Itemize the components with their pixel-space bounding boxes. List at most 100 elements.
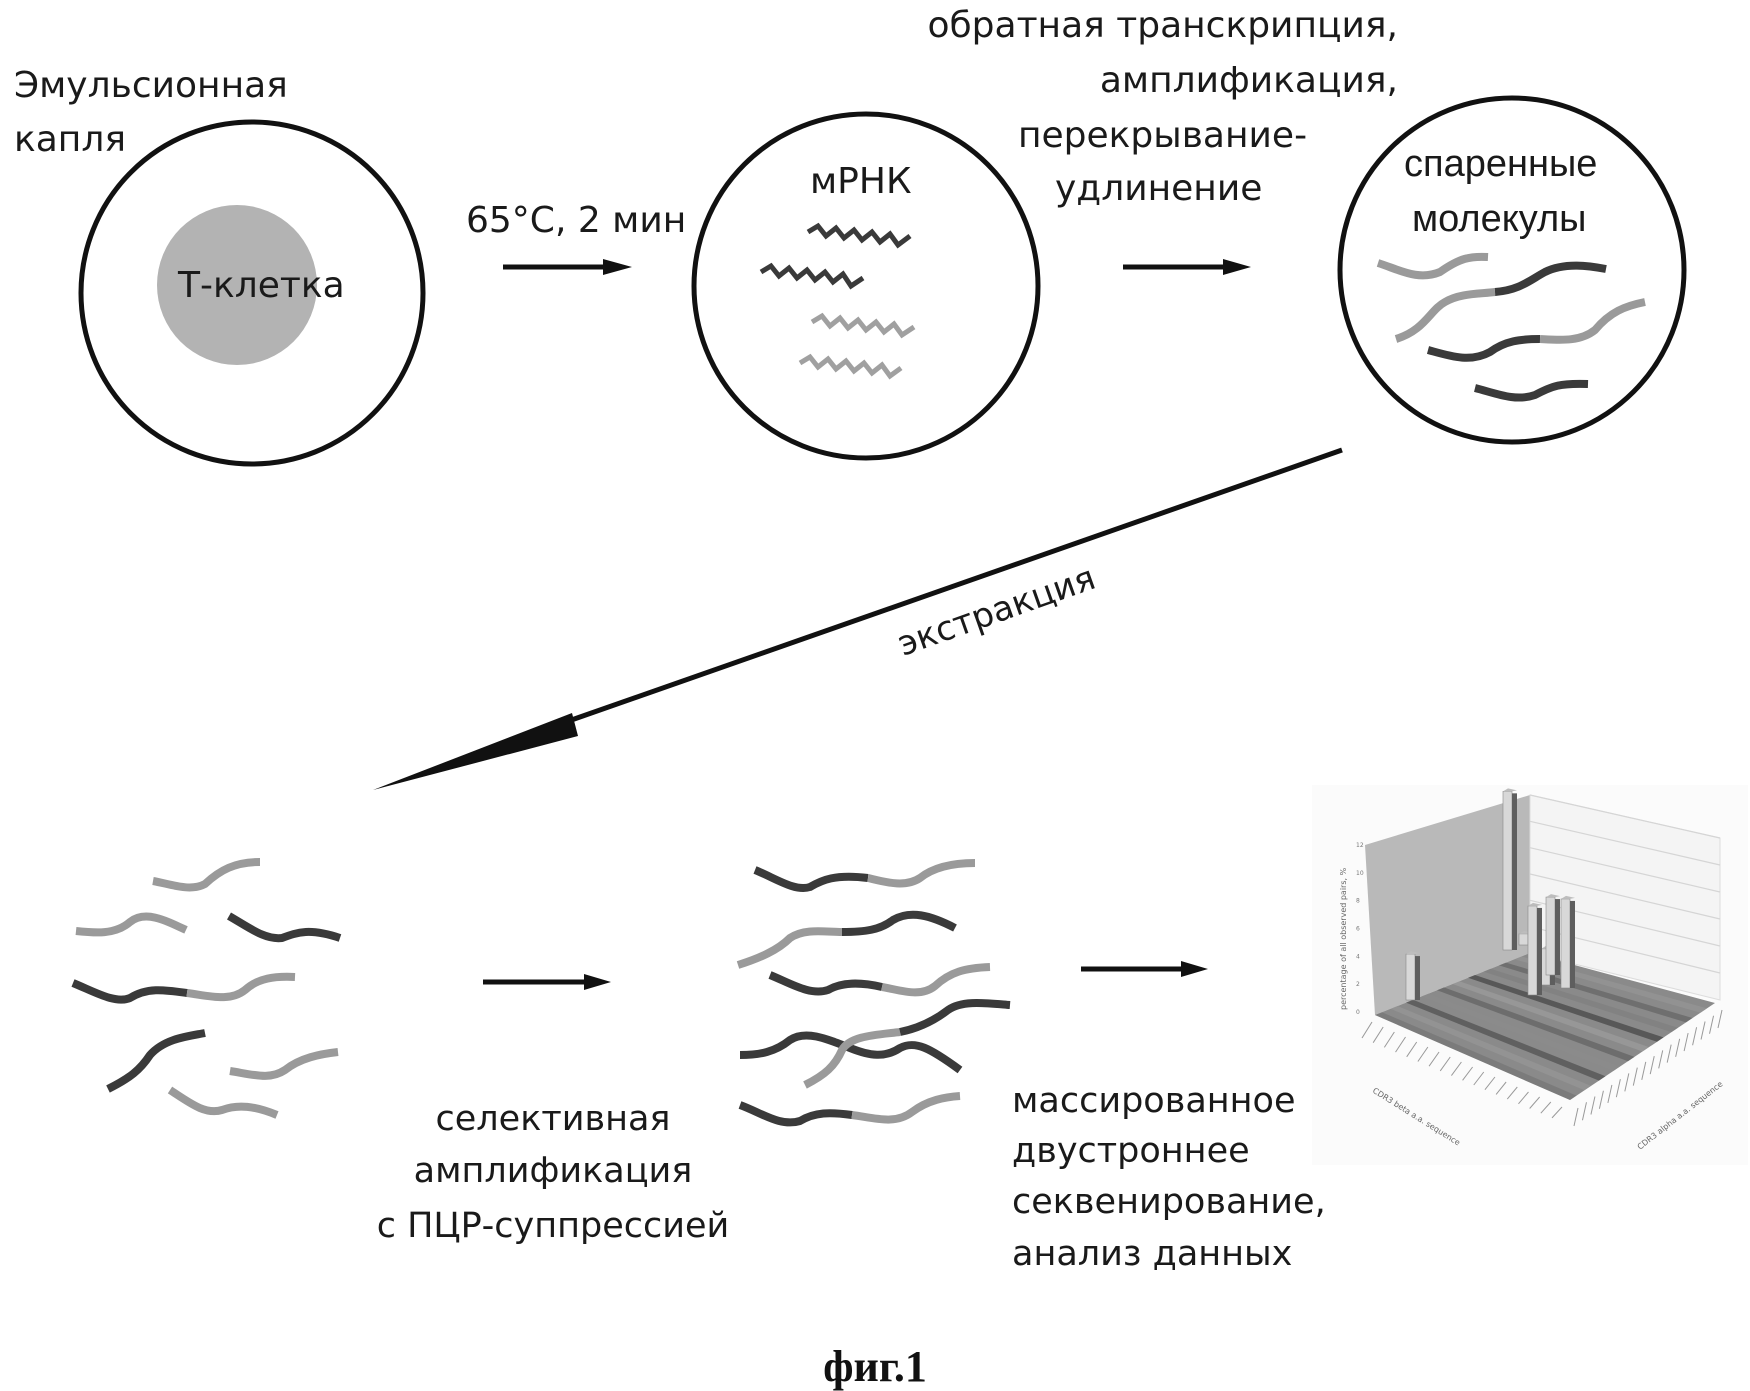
sequencing-line-3: секвенирование,	[1012, 1182, 1326, 1222]
selective-line-2: амплификация	[414, 1151, 693, 1191]
chart-y-tick: 0	[1356, 1009, 1360, 1016]
chart-x-tick	[1473, 1071, 1485, 1086]
paired-strand-3a	[1426, 335, 1541, 362]
chart-z-tick	[1607, 1084, 1613, 1104]
chart-floor-stripe	[1390, 1006, 1592, 1091]
rt-step-line-1: обратная транскрипция,	[927, 5, 1398, 46]
chart-bar-side	[1537, 907, 1542, 995]
arrow-4-head	[1181, 961, 1208, 977]
chart-z-tick	[1573, 1107, 1579, 1127]
amplified-molecules-group	[736, 859, 1011, 1127]
amplified-strand-2a	[736, 927, 843, 969]
chart-z-tick	[1598, 1090, 1604, 1109]
chart-bar-front	[1527, 905, 1538, 996]
chart-gridline	[1529, 794, 1721, 839]
mrna-strand-dark-2	[759, 262, 865, 290]
extraction-label: экстракция	[893, 558, 1101, 665]
chart-y-tick: 6	[1356, 926, 1360, 933]
chart-bar-top	[1503, 788, 1517, 792]
rt-step-line-3: перекрывание-	[1018, 115, 1307, 156]
extraction-arrow-head	[373, 713, 578, 790]
amplified-strand-4	[739, 1031, 963, 1074]
amplified-strand-1b	[867, 859, 976, 888]
arrow-1-head	[603, 259, 632, 275]
chart-bar	[1545, 894, 1560, 976]
chart-gridline	[1529, 820, 1721, 866]
chart-floor-stripe	[1375, 1012, 1577, 1100]
chart-bar-front	[1518, 933, 1529, 946]
chart-y-tick: 2	[1356, 981, 1360, 988]
chart-y-axis-label: percentage of all observed pairs, %	[1339, 867, 1348, 1010]
chart-bar-side	[1555, 899, 1560, 975]
emulsion-drop-group: Эмульсионная капля Т-клетка	[14, 65, 426, 467]
chart-floor-stripe	[1452, 981, 1650, 1052]
chart-gridline	[1529, 873, 1721, 920]
extracted-molecules-group	[71, 858, 342, 1119]
chart-z-tick	[1666, 1044, 1672, 1063]
chart-bar	[1405, 951, 1420, 1001]
chart-x-tick	[1417, 1046, 1429, 1062]
chart-bar-side	[1570, 900, 1575, 988]
chart-x-tick	[1551, 1106, 1563, 1119]
extracted-strand-4b	[186, 972, 296, 1002]
paired-label-line1: спаренные	[1404, 143, 1597, 185]
chart-bar-top	[1528, 902, 1542, 906]
amplified-strand-5a	[803, 1028, 901, 1089]
chart-z-tick	[1615, 1079, 1621, 1098]
chart-bar-front	[1545, 896, 1556, 976]
chart-z-tick	[1700, 1021, 1706, 1040]
chart-x-tick	[1495, 1081, 1507, 1095]
chart-z-tick	[1717, 1009, 1723, 1029]
mrna-strand-light-2	[798, 353, 903, 380]
chart-x-tick	[1506, 1086, 1518, 1100]
chart-z-tick	[1692, 1027, 1698, 1046]
chart-z-tick	[1590, 1096, 1596, 1115]
arrow-3-head	[584, 974, 611, 990]
rt-step-line-2: амплификация,	[1100, 60, 1398, 101]
extracted-strand-6	[229, 1048, 339, 1080]
sequencing-line-2: двустроннее	[1012, 1131, 1250, 1171]
amplified-strand-3b	[881, 963, 991, 997]
chart-z-tick	[1709, 1015, 1715, 1034]
extracted-strand-5	[106, 1029, 206, 1093]
emulsion-drop-3	[1337, 95, 1687, 445]
emulsion-drop-label-line2: капля	[14, 119, 126, 160]
emulsion-drop-1	[78, 119, 426, 467]
extracted-strand-7	[167, 1086, 279, 1119]
mrna-strand-dark-1	[806, 222, 912, 249]
extracted-strand-3	[227, 912, 342, 943]
chart-bar	[1502, 788, 1517, 951]
chart-z-tick	[1675, 1038, 1681, 1057]
paired-drop-group: спаренные молекулы	[1337, 95, 1687, 445]
amplified-strand-5b	[899, 998, 1011, 1036]
chart-z-tick	[1649, 1056, 1655, 1075]
chart-z-tick	[1683, 1032, 1689, 1052]
selective-line-1: селективная	[436, 1099, 671, 1139]
chart-bar-side	[1415, 956, 1420, 1000]
chart-x-tick	[1383, 1031, 1395, 1048]
extraction-arrow: экстракция	[373, 447, 1343, 790]
chart-floor-stripe	[1421, 993, 1621, 1071]
sequencing-line-1: массированное	[1012, 1081, 1296, 1121]
t-cell	[157, 205, 317, 365]
extracted-strand-4a	[71, 979, 188, 1004]
chart-z-tick	[1581, 1102, 1587, 1121]
selective-amplification-label: селективная амплификация с ПЦР-суппресси…	[377, 1099, 730, 1246]
amplified-strand-1a	[753, 866, 869, 893]
mrna-label: мРНК	[810, 161, 912, 202]
amplified-strand-6a	[738, 1101, 853, 1127]
chart-x-tick	[1439, 1056, 1451, 1072]
chart-bar	[1560, 895, 1575, 989]
paired-strand-2a	[1394, 288, 1496, 343]
chart-floor-stripe	[1406, 999, 1606, 1081]
chart-bar-front	[1502, 791, 1513, 951]
paired-strand-2b	[1494, 261, 1607, 296]
chart-y-tick: 4	[1356, 953, 1360, 960]
chart-z-tick	[1641, 1061, 1647, 1080]
arrow-2	[1123, 259, 1251, 275]
amplified-strand-2b	[841, 910, 957, 936]
chart-floor-stripe	[1437, 987, 1635, 1062]
chart-y-tick: 12	[1356, 842, 1364, 849]
chart-x-tick	[1529, 1096, 1541, 1109]
